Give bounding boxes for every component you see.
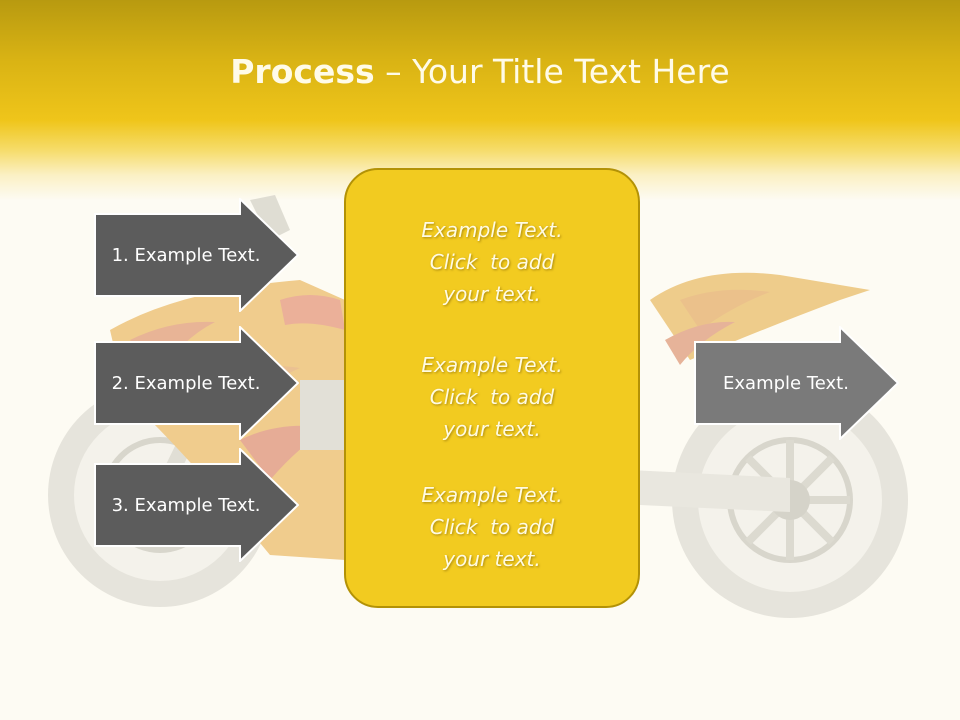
title-bold: Process xyxy=(230,52,375,91)
block-1-line-2: Click to add xyxy=(429,250,555,274)
block-1-line-1: Example Text. xyxy=(421,218,563,242)
block-2-line-3: your text. xyxy=(443,417,541,441)
left-arrow-1[interactable]: 1. Example Text. xyxy=(94,198,299,312)
left-arrow-3-label: 3. Example Text. xyxy=(111,494,261,516)
left-arrow-3[interactable]: 3. Example Text. xyxy=(94,448,299,562)
block-3-line-3: your text. xyxy=(443,547,541,571)
slide-title[interactable]: Process – Your Title Text Here xyxy=(0,52,960,91)
right-arrow[interactable]: Example Text. xyxy=(694,326,899,440)
center-text-block-3[interactable]: Example Text. Click to add your text. xyxy=(346,479,638,575)
block-2-line-1: Example Text. xyxy=(421,353,563,377)
left-arrow-1-label: 1. Example Text. xyxy=(111,244,261,266)
center-text-box[interactable]: Example Text. Click to add your text. Ex… xyxy=(344,168,640,608)
block-2-line-2: Click to add xyxy=(429,385,555,409)
right-arrow-label: Example Text. xyxy=(723,372,849,394)
block-1-line-3: your text. xyxy=(443,282,541,306)
block-3-line-2: Click to add xyxy=(429,515,555,539)
header-band xyxy=(0,0,960,200)
left-arrow-2[interactable]: 2. Example Text. xyxy=(94,326,299,440)
block-3-line-1: Example Text. xyxy=(421,483,563,507)
title-rest: – Your Title Text Here xyxy=(374,52,730,91)
left-arrow-2-label: 2. Example Text. xyxy=(111,372,261,394)
center-text-block-2[interactable]: Example Text. Click to add your text. xyxy=(346,349,638,445)
center-text-block-1[interactable]: Example Text. Click to add your text. xyxy=(346,214,638,310)
